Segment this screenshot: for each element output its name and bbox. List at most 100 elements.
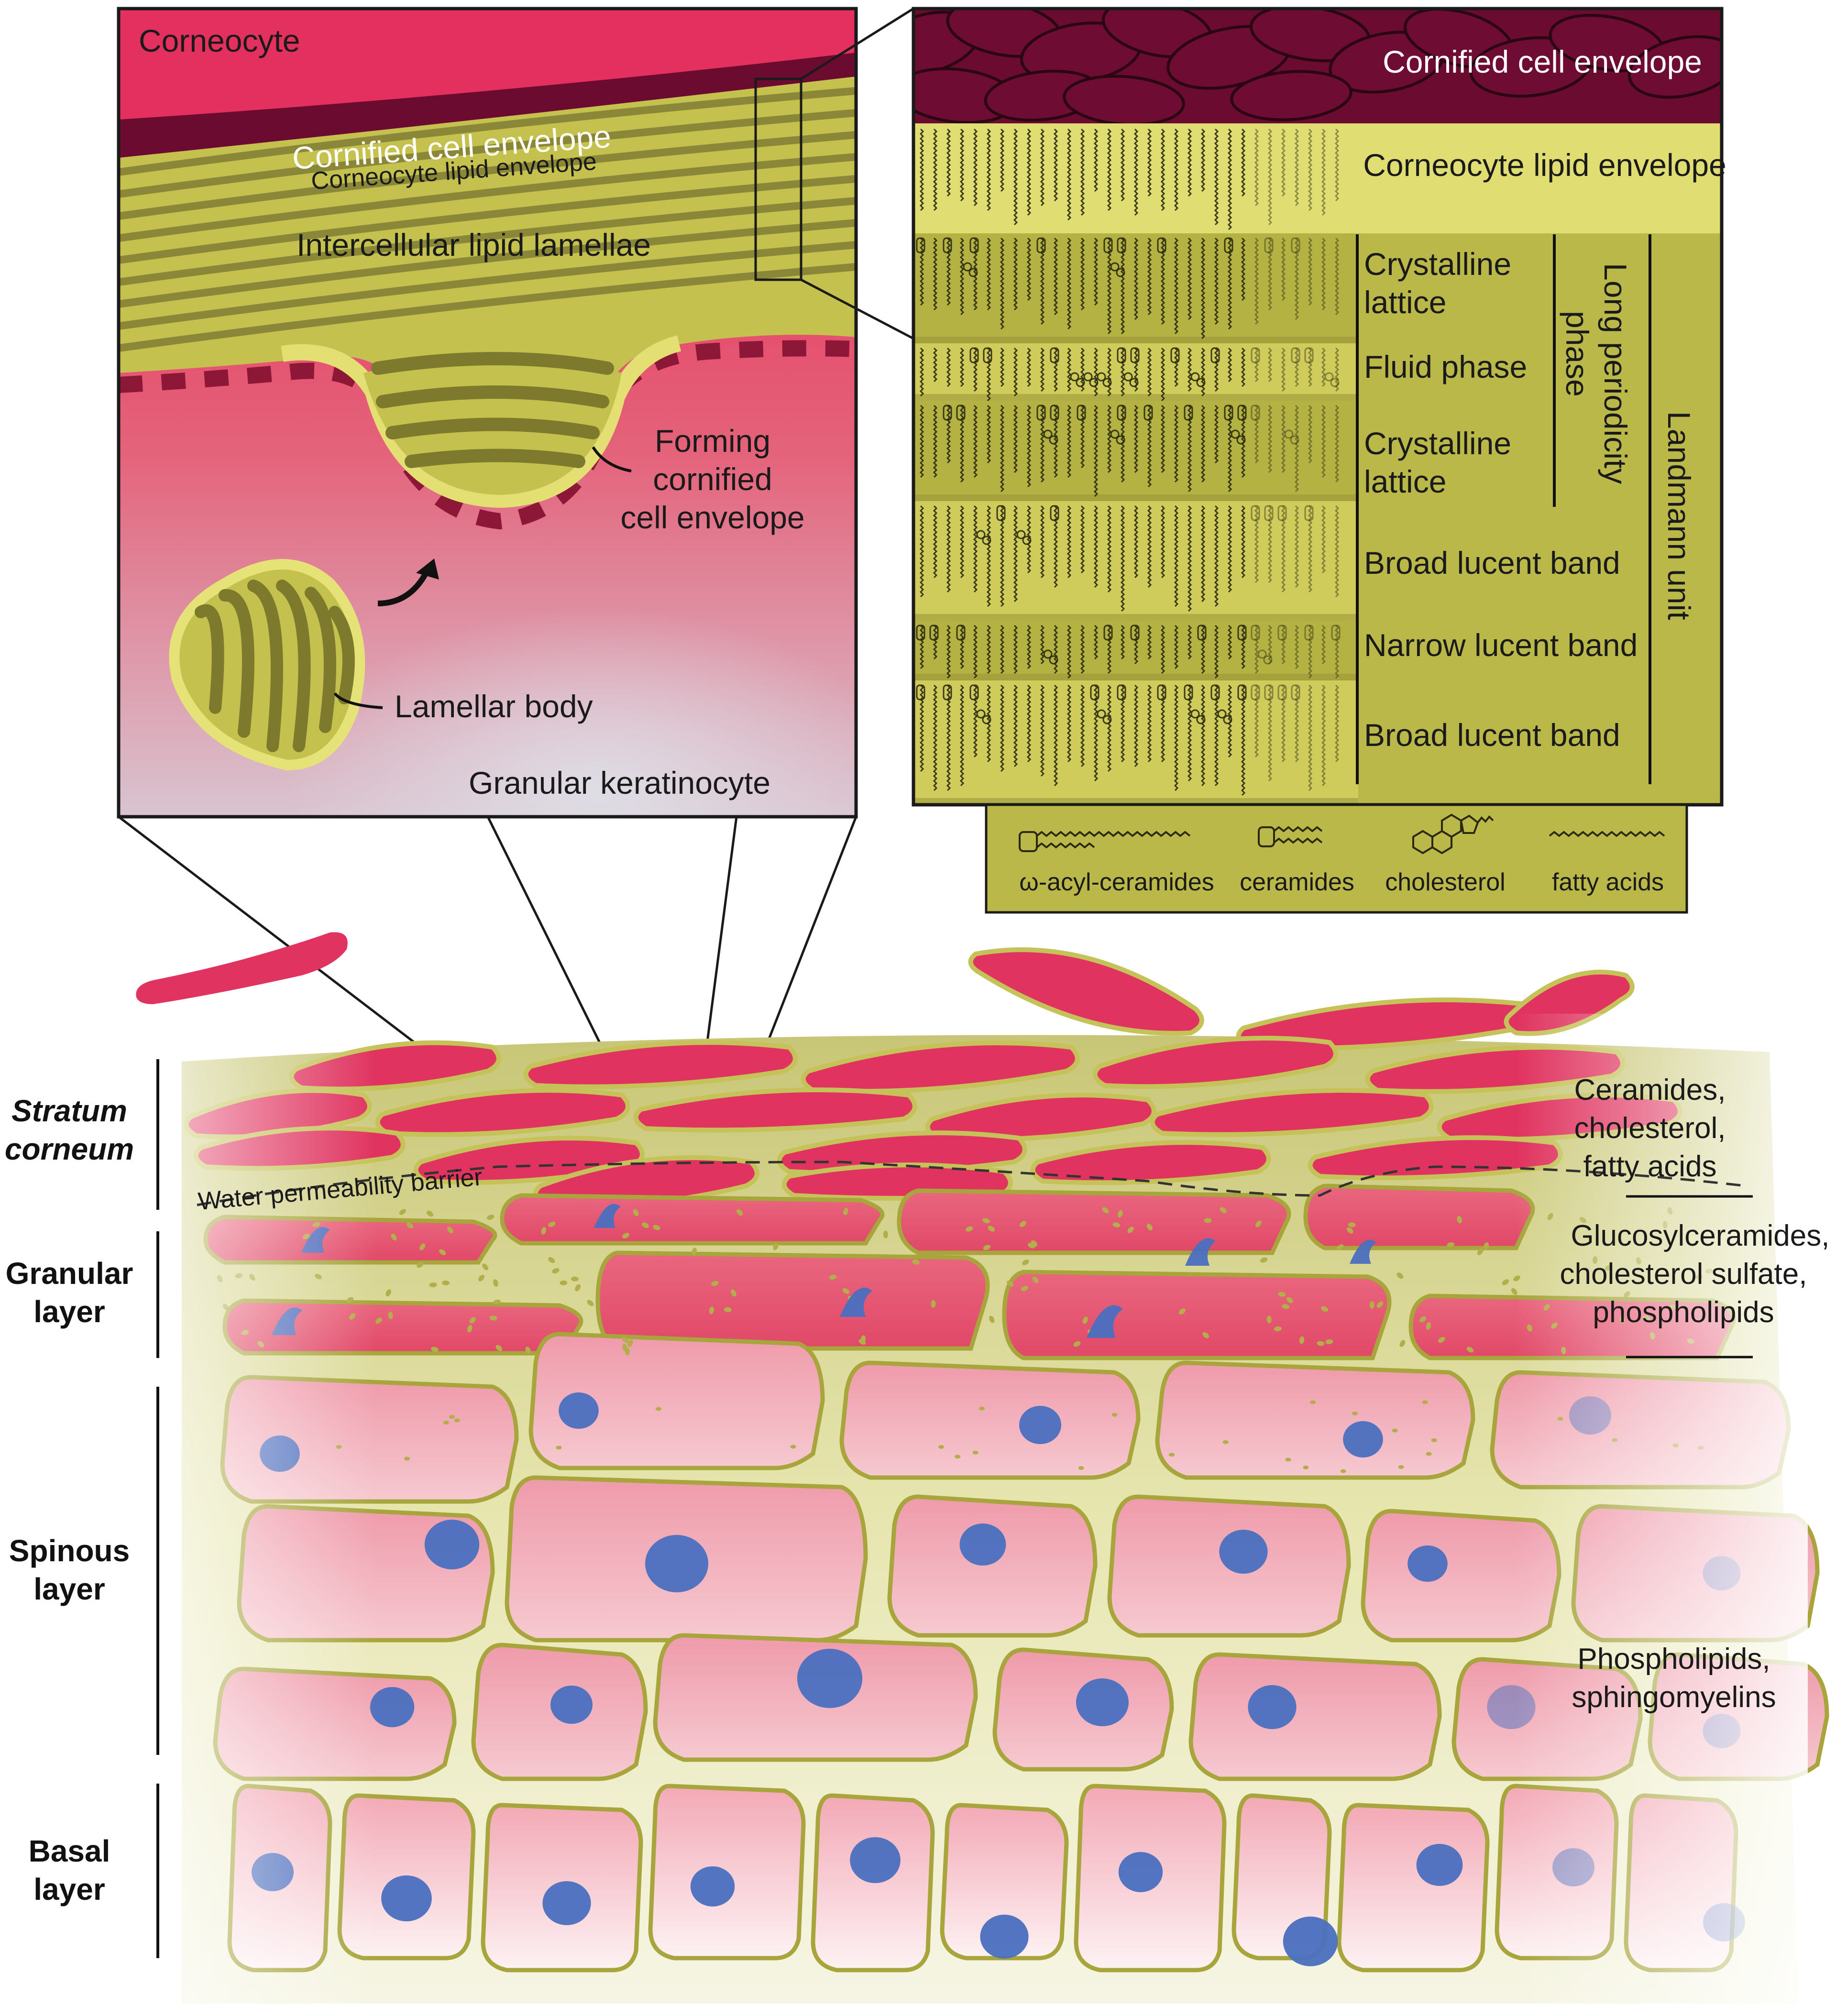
lipid-chain (959, 405, 965, 483)
lipid-head (1291, 237, 1300, 253)
lipid-chain (1214, 128, 1219, 226)
lipid-chain (1227, 128, 1232, 230)
envelope-protein (1627, 35, 1722, 99)
lipid-chain (919, 405, 924, 478)
lipid-head (1117, 405, 1126, 421)
lipid-chain (1160, 347, 1165, 402)
gr-lipids-2: cholesterol sulfate, (1560, 1258, 1807, 1291)
lipid-chain (1053, 128, 1058, 202)
lipid-chain (1026, 684, 1032, 763)
lipid-chain (1160, 405, 1165, 473)
lipid-chain (1200, 237, 1206, 340)
lipid-chain (1093, 684, 1099, 782)
lipid-chain (1133, 237, 1139, 320)
lipid-head (1237, 405, 1247, 421)
lipid-chain (933, 128, 938, 211)
lipid-head (1050, 405, 1059, 421)
lipid-chain (1227, 625, 1232, 660)
lipid-head (956, 625, 966, 641)
lipid-chain (1227, 237, 1232, 330)
lipid-chain (946, 405, 951, 464)
band-edge (913, 394, 1358, 401)
lipid-head (1331, 625, 1341, 641)
lipid-head (1264, 505, 1274, 521)
lipid-chain (1120, 625, 1125, 660)
lipid-chain (1294, 405, 1299, 493)
lipid-chain (1026, 237, 1032, 301)
lamella-line (119, 153, 856, 242)
lipid-chain (1147, 237, 1152, 316)
lipid-chain (1334, 684, 1340, 763)
lipid-chain (1254, 684, 1259, 758)
lipid-chain (1281, 405, 1286, 473)
lipid-head (1103, 625, 1113, 641)
lipid-head (1170, 347, 1180, 363)
epidermis-section: Water permeability barrier (182, 947, 1829, 2008)
lipid-head (1197, 625, 1207, 641)
lipid-chain (1093, 347, 1099, 397)
legend-acyl-ceramides: ω-acyl-ceramides (1019, 868, 1214, 896)
lipid-chain (1053, 505, 1058, 588)
lipid-head (1184, 684, 1193, 701)
lipid-chain (1080, 684, 1085, 767)
long-periodicity-label-1: Long periodicity (1598, 263, 1633, 484)
lipid-chain (1267, 625, 1273, 665)
cholesterol-ring (1190, 709, 1200, 719)
lipid-chain (1214, 625, 1219, 679)
lipid-chain (1214, 347, 1219, 392)
lipid-chain (1080, 237, 1085, 311)
lipid-chain (1321, 505, 1326, 574)
lipid-chain (1187, 684, 1192, 782)
lipid-chain (1013, 405, 1018, 473)
lipid-head (1277, 505, 1287, 521)
lipid-chain (973, 237, 978, 311)
lipid-chain (973, 684, 978, 758)
lipid-chain (1321, 684, 1326, 787)
cholesterol-ring (1097, 709, 1106, 719)
lipid-chain (1334, 347, 1340, 392)
lipid-chain (1267, 347, 1273, 383)
lipid-chain (1120, 405, 1125, 483)
lipid-head (1251, 347, 1260, 363)
lipid-chain (1321, 625, 1326, 665)
lipid-chain (1214, 237, 1219, 325)
cholesterol-ring (1083, 372, 1093, 382)
lipid-chain (1321, 128, 1326, 216)
lipid-head (1264, 684, 1274, 701)
band-label-5: Narrow lucent band (1364, 627, 1638, 663)
lipid-chain (1080, 347, 1085, 392)
lipid-chain (1254, 347, 1259, 383)
lipid-head (1130, 347, 1140, 363)
lipid-chain (1294, 237, 1299, 320)
lipid-head (1143, 405, 1153, 421)
lipid-envelope-label-right: Corneocyte lipid envelope (1363, 147, 1726, 183)
lipid-chain (959, 625, 965, 669)
lipid-chain (1254, 128, 1259, 207)
lipid-chain (1066, 505, 1072, 579)
lipid-composition: Ceramides, cholesterol, fatty acids Gluc… (1560, 1074, 1830, 1714)
lipid-chain (1093, 128, 1099, 192)
lipid-chain (1254, 405, 1259, 464)
lipid-chain (919, 128, 924, 211)
lipid-chain (1227, 684, 1232, 758)
lipid-chain (986, 505, 991, 607)
lipid-chain (919, 237, 924, 306)
lipid-chain (1040, 347, 1045, 392)
lipid-head (1251, 505, 1260, 521)
lipid-chain (1241, 405, 1246, 478)
lipid-head (1251, 405, 1260, 421)
lipid-head (996, 505, 1006, 521)
lamella-line (119, 219, 856, 308)
lipid-chain (959, 684, 965, 787)
lipid-chain (1107, 237, 1112, 335)
lipid-chain (1000, 625, 1005, 674)
lipid-molecules (916, 128, 1341, 796)
lipid-head (1264, 237, 1274, 253)
lipid-chain (1308, 684, 1313, 791)
lipid-chain (946, 237, 951, 306)
lipid-chain (1294, 625, 1299, 669)
lipid-chain (1013, 684, 1018, 767)
lipid-chain (1147, 684, 1152, 763)
lipid-chain (1080, 505, 1085, 574)
lipid-organization-panel (913, 9, 1722, 805)
